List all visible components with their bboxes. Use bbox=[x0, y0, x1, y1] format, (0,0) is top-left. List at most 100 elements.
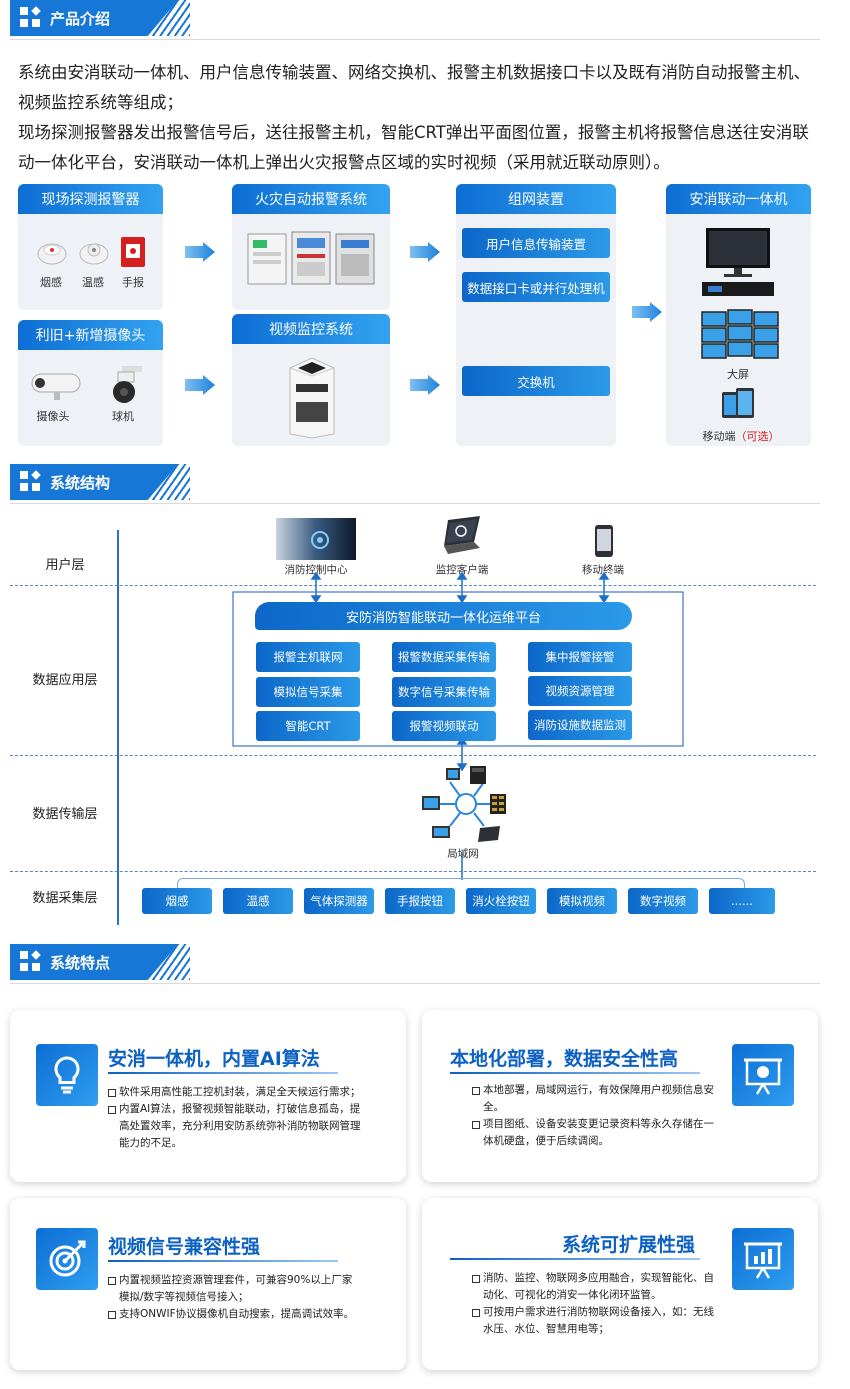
flow-arrow bbox=[410, 242, 440, 262]
section-title: 产品介绍 bbox=[50, 9, 111, 28]
fire-panel-icon bbox=[247, 231, 375, 285]
camera-label: 摄像头 bbox=[36, 410, 70, 423]
optional-text: （可选） bbox=[735, 430, 780, 443]
title-underline bbox=[108, 1260, 338, 1262]
feature-point: 可按用户需求进行消防物联网设备接入，如：无线水压、水位、智慧用电等； bbox=[472, 1304, 722, 1338]
detectors-box: 现场探测报警器 烟感 温感 手报 bbox=[18, 184, 163, 310]
feature-point: 内置视频监控资源管理套件，可兼容90%以上厂家模拟/数字等视频信号接入； bbox=[108, 1272, 362, 1306]
stripe-decoration bbox=[150, 944, 190, 980]
intro-paragraph: 现场探测报警器发出报警信号后，送往报警主机，智能CRT弹出平面图位置，报警主机将… bbox=[18, 123, 809, 172]
mobile-text: 移动端 bbox=[702, 430, 736, 443]
layer-axis-line bbox=[117, 530, 119, 925]
fire-system-box: 火灾自动报警系统 bbox=[232, 184, 390, 310]
feature-points: 消防、监控、物联网多应用融合，实现智能化、自动化、可视化的消安一体化闭环监管。 … bbox=[472, 1270, 722, 1338]
feature-points: 软件采用高性能工控机封装，满足全天候运行需求； 内置AI算法，报警视频智能联动，… bbox=[108, 1084, 362, 1152]
network-switch: 交换机 bbox=[462, 366, 610, 396]
smoke-detector-icon bbox=[37, 243, 67, 265]
manual-alarm-icon bbox=[121, 237, 145, 267]
platform-title: 安防消防智能联动一体化运维平台 bbox=[255, 602, 632, 630]
feature-title: 视频信号兼容性强 bbox=[108, 1236, 261, 1258]
dome-camera-icon bbox=[113, 366, 142, 403]
collect-item: 消火栓按钮 bbox=[466, 888, 536, 914]
user-info-device: 用户信息传输装置 bbox=[462, 228, 610, 258]
app-item: 视频资源管理 bbox=[528, 676, 632, 706]
presentation-pie-icon bbox=[732, 1044, 794, 1106]
mobile-label: 移动端（可选） bbox=[686, 428, 796, 444]
cameras-box: 利旧+新增摄像头 摄像头 球机 bbox=[18, 320, 163, 446]
layer-divider bbox=[10, 871, 816, 872]
mobile-device-icon bbox=[722, 388, 754, 418]
feature-title: 系统可扩展性强 bbox=[562, 1234, 696, 1256]
section-title: 系统结构 bbox=[50, 473, 111, 492]
collect-item: ...... bbox=[709, 888, 775, 914]
feature-card: 本地化部署，数据安全性高 本地部署，局域网运行，有效保障用户视频信息安全。 项目… bbox=[422, 1010, 818, 1182]
video-system-title: 视频监控系统 bbox=[232, 314, 390, 344]
collect-item: 气体探测器 bbox=[304, 888, 374, 914]
monitor-icon bbox=[702, 228, 774, 296]
cameras-title: 利旧+新增摄像头 bbox=[18, 320, 163, 350]
structure-connectors bbox=[232, 571, 684, 880]
feature-point: 消防、监控、物联网多应用融合，实现智能化、自动化、可视化的消安一体化闭环监管。 bbox=[472, 1270, 722, 1304]
flow-arrow bbox=[410, 375, 440, 395]
app-item: 消防设施数据监测 bbox=[528, 710, 632, 740]
data-interface-card: 数据接口卡或并行处理机 bbox=[462, 272, 610, 302]
user-item-label: 移动终端 bbox=[582, 564, 624, 576]
title-underline bbox=[450, 1072, 700, 1074]
user-item-label: 消防控制中心 bbox=[284, 564, 348, 576]
collect-bus-line bbox=[177, 878, 745, 888]
title-underline bbox=[450, 1258, 700, 1260]
grid-icon bbox=[20, 470, 42, 493]
video-wall-icon bbox=[701, 309, 779, 359]
feature-card: 安消一体机，内置AI算法 软件采用高性能工控机封装，满足全天候运行需求； 内置A… bbox=[10, 1010, 406, 1182]
feature-point: 项目图纸、设备安装变更记录资料等永久存储在一体机硬盘，便于后续调阅。 bbox=[472, 1116, 722, 1150]
flow-arrow bbox=[632, 302, 662, 322]
stripe-decoration bbox=[150, 0, 190, 36]
mobile-terminal-icon bbox=[595, 525, 613, 557]
collect-item: 手报按钮 bbox=[385, 888, 455, 914]
grid-icon bbox=[20, 6, 42, 29]
collect-item: 温感 bbox=[223, 888, 293, 914]
section-header-structure: 系统结构 bbox=[10, 464, 820, 504]
detector-label: 手报 bbox=[122, 276, 144, 289]
control-center-image bbox=[276, 518, 356, 560]
video-server-icon bbox=[289, 357, 335, 439]
detector-label: 烟感 bbox=[40, 276, 62, 289]
laptop-icon bbox=[444, 516, 480, 554]
feature-point: 内置AI算法，报警视频智能联动，打破信息孤岛，提高处置效率，充分利用安防系统弥补… bbox=[108, 1101, 362, 1152]
section-title: 系统特点 bbox=[50, 953, 111, 972]
feature-card: 视频信号兼容性强 内置视频监控资源管理套件，可兼容90%以上厂家模拟/数字等视频… bbox=[10, 1198, 406, 1370]
detectors-title: 现场探测报警器 bbox=[18, 184, 163, 214]
heat-detector-icon bbox=[79, 243, 109, 265]
target-icon bbox=[36, 1228, 98, 1290]
title-underline bbox=[108, 1072, 338, 1074]
bullet-camera-icon bbox=[31, 373, 81, 400]
app-item: 智能CRT bbox=[256, 711, 360, 741]
camera-label: 球机 bbox=[112, 410, 134, 423]
feature-point: 本地部署，局域网运行，有效保障用户视频信息安全。 bbox=[472, 1082, 722, 1116]
network-box: 组网装置 用户信息传输装置 数据接口卡或并行处理机 交换机 bbox=[456, 184, 616, 446]
user-item-label: 监控客户端 bbox=[435, 564, 489, 576]
section-header-intro: 产品介绍 bbox=[10, 0, 820, 40]
lan-label: 局域网 bbox=[447, 848, 479, 860]
collect-item: 数字视频 bbox=[628, 888, 698, 914]
feature-points: 内置视频监控资源管理套件，可兼容90%以上厂家模拟/数字等视频信号接入； 支持O… bbox=[108, 1272, 362, 1323]
video-system-box: 视频监控系统 bbox=[232, 314, 390, 446]
app-item: 数字信号采集传输 bbox=[392, 677, 496, 707]
section-header-features: 系统特点 bbox=[10, 944, 820, 984]
stripe-decoration bbox=[150, 464, 190, 500]
feature-point: 软件采用高性能工控机封装，满足全天候运行需求； bbox=[108, 1084, 362, 1101]
app-item: 模拟信号采集 bbox=[256, 677, 360, 707]
lightbulb-icon bbox=[36, 1044, 98, 1106]
detector-label: 温感 bbox=[82, 276, 104, 289]
collect-item: 烟感 bbox=[142, 888, 212, 914]
layer-label: 数据传输层 bbox=[32, 807, 98, 822]
grid-icon bbox=[20, 950, 42, 973]
layer-label: 用户层 bbox=[45, 558, 85, 573]
app-item: 报警数据采集传输 bbox=[392, 642, 496, 672]
presentation-bar-icon bbox=[732, 1228, 794, 1290]
feature-title: 安消一体机，内置AI算法 bbox=[108, 1048, 320, 1070]
intro-text: 系统由安消联动一体机、用户信息传输装置、网络交换机、报警主机数据接口卡以及既有消… bbox=[18, 58, 818, 178]
layer-divider bbox=[10, 755, 816, 756]
flow-arrow bbox=[185, 375, 215, 395]
machine-title: 安消联动一体机 bbox=[666, 184, 811, 214]
